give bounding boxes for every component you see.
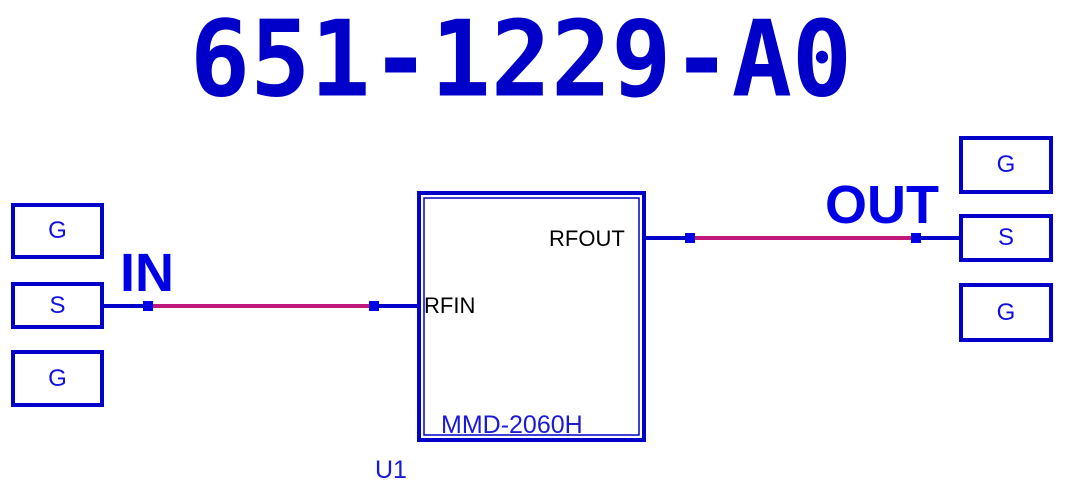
rfin-pin-label: RFIN [424,293,476,318]
part-number-label: MMD-2060H [441,411,583,439]
input-ground-pad-top[interactable]: G [11,203,104,259]
output-net-label: OUT [825,175,939,235]
pad-label: S [49,291,66,319]
output-signal-pad[interactable]: S [959,214,1053,262]
input-net-label: IN [120,243,174,303]
pad-label: G [996,151,1016,178]
output-ground-pad-top[interactable]: G [959,136,1053,194]
input-signal-pad[interactable]: S [11,282,104,329]
pad-label: G [48,217,67,244]
input-wire-node-left[interactable] [143,301,153,311]
component-body-inner [423,197,640,436]
output-wire-node-right[interactable] [911,233,921,243]
pad-label: G [48,364,67,392]
pad-label: G [996,298,1016,326]
input-wire-node-right[interactable] [369,301,379,311]
rfout-pin-label: RFOUT [549,226,625,251]
schematic-title: 651-1229-A0 [189,0,853,121]
component-body-outer[interactable] [417,191,646,442]
output-ground-pad-bottom[interactable]: G [959,283,1053,342]
output-wire-node-left[interactable] [685,233,695,243]
pad-label: S [997,224,1014,251]
input-ground-pad-bottom[interactable]: G [11,350,104,407]
designator-label: U1 [375,456,407,484]
